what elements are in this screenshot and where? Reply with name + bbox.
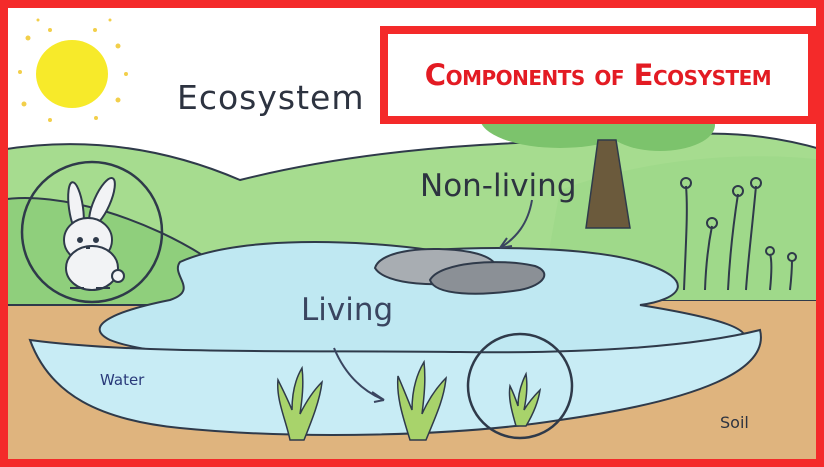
ecosystem-label: Ecosystem [177,78,365,117]
plant-highlight-circle [466,332,574,440]
water-body [28,328,762,436]
title-banner: Components of Ecosystem [380,26,816,124]
frame-left [0,0,8,467]
water-plant-icon [277,359,542,441]
reed-plant-icon [680,177,797,291]
living-label: Living [301,292,394,328]
frame-right [816,0,824,467]
frame-bottom [0,459,824,467]
non-living-label: Non-living [420,168,577,204]
sun-icon [18,18,128,122]
soil-label: Soil [720,413,749,432]
page-title: Components of Ecosystem [424,58,772,92]
water-label: Water [100,371,145,389]
frame-top [0,0,824,8]
arrow-icon [333,199,533,403]
rabbit-highlight-circle [20,160,164,304]
rocks-icon [373,247,546,295]
rabbit-icon [63,177,125,291]
